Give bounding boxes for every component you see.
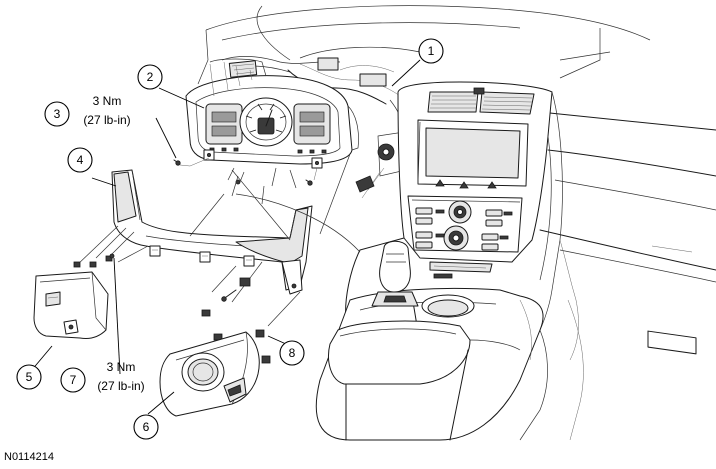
svg-text:8: 8 <box>289 346 296 360</box>
lower-left-trim-panel <box>33 271 109 339</box>
torque-imperial: (27 lb-in) <box>97 379 144 393</box>
callout-5: 5 <box>16 364 42 390</box>
assembly-guide-lines <box>75 153 361 327</box>
callout-8: 8 <box>279 340 305 366</box>
steering-column-trim <box>111 169 313 295</box>
callout-7: 7 <box>60 367 86 393</box>
figure-code: N0114214 <box>4 451 54 463</box>
center-stack <box>397 81 579 401</box>
wiring-harness <box>221 56 407 199</box>
torque-spec-trim-screws: 3 Nm (27 lb-in) <box>97 360 144 393</box>
center-console <box>315 237 584 441</box>
callout-2: 2 <box>137 64 163 90</box>
callout-6: 6 <box>133 414 159 440</box>
torque-value: 3 Nm <box>107 360 136 374</box>
callout-4: 4 <box>67 147 93 173</box>
steering-column-shroud <box>159 331 260 417</box>
svg-text:3: 3 <box>54 107 61 121</box>
leader-lines <box>30 59 421 415</box>
torque-spec-cluster-screws: 3 Nm (27 lb-in) <box>83 94 130 127</box>
torque-value: 3 Nm <box>93 94 122 108</box>
retaining-clips-lower-right <box>201 277 271 364</box>
svg-text:4: 4 <box>77 153 84 167</box>
instrument-cluster <box>185 58 359 169</box>
torque-imperial: (27 lb-in) <box>83 113 130 127</box>
svg-text:5: 5 <box>26 370 33 384</box>
svg-text:1: 1 <box>428 44 435 58</box>
svg-text:2: 2 <box>147 70 154 84</box>
svg-text:6: 6 <box>143 420 150 434</box>
callout-1: 1 <box>418 38 444 64</box>
svg-text:7: 7 <box>70 373 77 387</box>
dashboard-structure <box>197 5 716 355</box>
callout-3: 3 <box>44 101 70 127</box>
